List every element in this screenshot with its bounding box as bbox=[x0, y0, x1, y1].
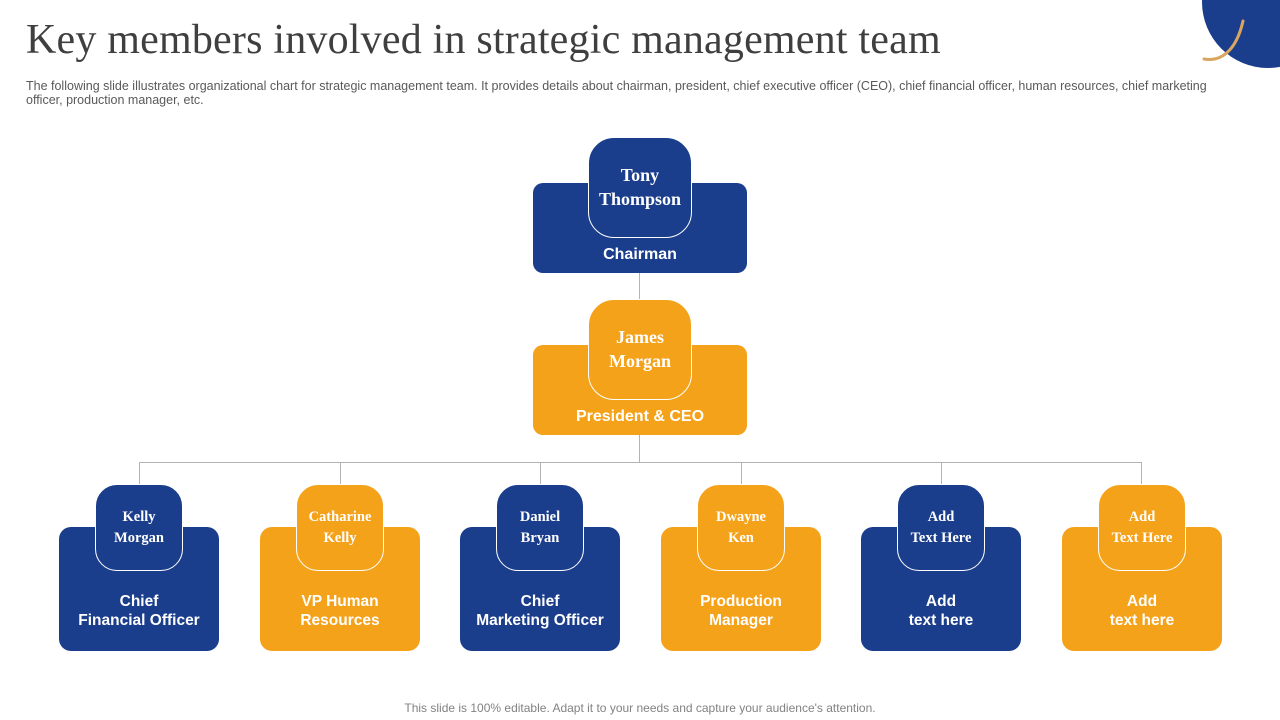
name-label: James Morgan bbox=[609, 327, 671, 371]
name-label: Daniel Bryan bbox=[519, 508, 561, 546]
role-box: VP Human Resources bbox=[260, 527, 420, 651]
name-badge: Add Text Here bbox=[1098, 484, 1186, 571]
name-label: Add Text Here bbox=[1111, 508, 1173, 546]
connector-stub-3 bbox=[540, 462, 541, 484]
role-label: Add text here bbox=[908, 593, 974, 630]
org-node-production-manager[interactable]: Production Manager Dwayne Ken bbox=[661, 484, 821, 651]
role-label: Add text here bbox=[1109, 593, 1175, 630]
name-badge: Daniel Bryan bbox=[496, 484, 584, 571]
role-label: President & CEO bbox=[575, 408, 705, 425]
org-node-cfo[interactable]: Chief Financial Officer Kelly Morgan bbox=[59, 484, 219, 651]
connector-stub-6 bbox=[1141, 462, 1142, 484]
role-label: Chairman bbox=[603, 246, 677, 263]
connector-president-down bbox=[639, 435, 640, 462]
org-node-placeholder-1[interactable]: Add text here Add Text Here bbox=[861, 484, 1021, 651]
connector-stub-4 bbox=[741, 462, 742, 484]
slide-subtitle: The following slide illustrates organiza… bbox=[26, 79, 1207, 108]
org-node-vp-hr[interactable]: VP Human Resources Catharine Kelly bbox=[260, 484, 420, 651]
name-badge: Dwayne Ken bbox=[697, 484, 785, 571]
role-box: Production Manager bbox=[661, 527, 821, 651]
name-label: Kelly Morgan bbox=[114, 508, 164, 546]
name-label: Add Text Here bbox=[910, 508, 972, 546]
name-badge: James Morgan bbox=[588, 299, 692, 400]
connector-horizontal-rail bbox=[139, 462, 1142, 463]
name-badge: Kelly Morgan bbox=[95, 484, 183, 571]
corner-circle-shape bbox=[1202, 0, 1280, 68]
name-badge: Tony Thompson bbox=[588, 137, 692, 238]
corner-swoosh-icon bbox=[1202, 19, 1245, 62]
name-label: Tony Thompson bbox=[598, 165, 682, 209]
connector-chairman-president bbox=[639, 272, 640, 299]
org-node-placeholder-2[interactable]: Add text here Add Text Here bbox=[1062, 484, 1222, 651]
name-badge: Add Text Here bbox=[897, 484, 985, 571]
editable-note: This slide is 100% editable. Adapt it to… bbox=[404, 701, 876, 715]
org-node-chairman[interactable]: Chairman Tony Thompson bbox=[533, 137, 747, 273]
connector-stub-1 bbox=[139, 462, 140, 484]
role-label: Chief Marketing Officer bbox=[476, 593, 604, 630]
name-label: Catharine Kelly bbox=[308, 508, 372, 546]
connector-stub-2 bbox=[340, 462, 341, 484]
role-label: VP Human Resources bbox=[300, 593, 380, 630]
corner-decoration bbox=[1202, 0, 1280, 68]
page-title: Key members involved in strategic manage… bbox=[26, 17, 941, 63]
role-label: Chief Financial Officer bbox=[78, 593, 200, 630]
org-node-president-ceo[interactable]: President & CEO James Morgan bbox=[533, 299, 747, 435]
connector-stub-5 bbox=[941, 462, 942, 484]
name-label: Dwayne Ken bbox=[716, 508, 766, 546]
role-label: Production Manager bbox=[700, 593, 782, 630]
name-badge: Catharine Kelly bbox=[296, 484, 384, 571]
org-node-cmo[interactable]: Chief Marketing Officer Daniel Bryan bbox=[460, 484, 620, 651]
